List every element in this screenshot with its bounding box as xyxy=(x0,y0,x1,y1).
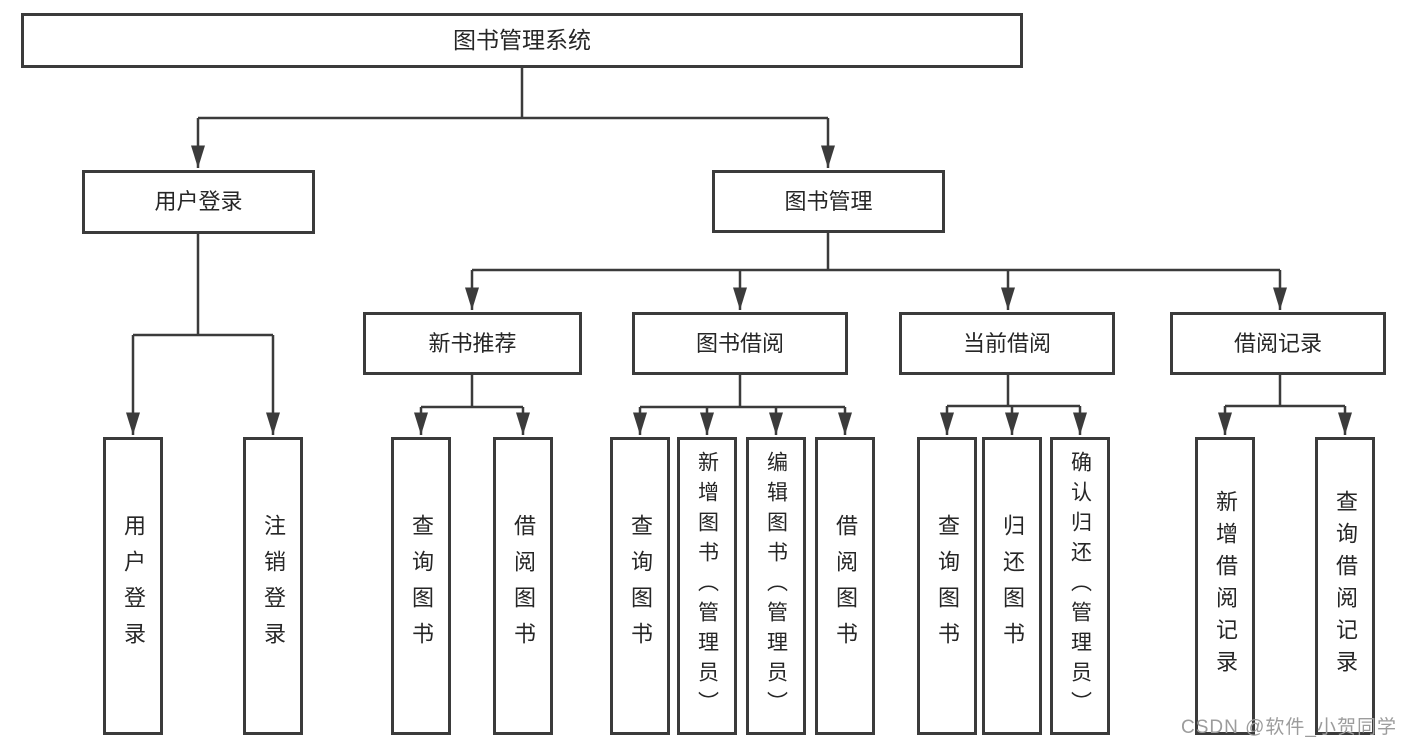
leaf-current-return-books: 归还图书 xyxy=(982,437,1042,735)
leaf-current-confirm-return-admin: 确认归还（管理员） xyxy=(1050,437,1110,735)
leaf-borrowing-add-books-admin: 新增图书（管理员） xyxy=(677,437,737,735)
node-current-borrowing: 当前借阅 xyxy=(899,312,1115,375)
node-system-root: 图书管理系统 xyxy=(21,13,1023,68)
leaf-recommend-query-books: 查询图书 xyxy=(391,437,451,735)
leaf-borrowing-query-books: 查询图书 xyxy=(610,437,670,735)
node-book-management: 图书管理 xyxy=(712,170,945,233)
leaf-borrowing-borrow-books: 借阅图书 xyxy=(815,437,875,735)
node-book-borrowing: 图书借阅 xyxy=(632,312,848,375)
node-new-book-recommend: 新书推荐 xyxy=(363,312,582,375)
node-user-login: 用户登录 xyxy=(82,170,315,234)
leaf-records-add-record: 新增借阅记录 xyxy=(1195,437,1255,735)
leaf-current-query-books: 查询图书 xyxy=(917,437,977,735)
leaf-recommend-borrow-books: 借阅图书 xyxy=(493,437,553,735)
leaf-borrowing-edit-books-admin: 编辑图书（管理员） xyxy=(746,437,806,735)
node-borrowing-records: 借阅记录 xyxy=(1170,312,1386,375)
csdn-watermark: CSDN @软件_小贺同学 xyxy=(1181,717,1397,738)
leaf-records-query-record: 查询借阅记录 xyxy=(1315,437,1375,735)
leaf-logout: 注销登录 xyxy=(243,437,303,735)
leaf-user-login: 用户登录 xyxy=(103,437,163,735)
